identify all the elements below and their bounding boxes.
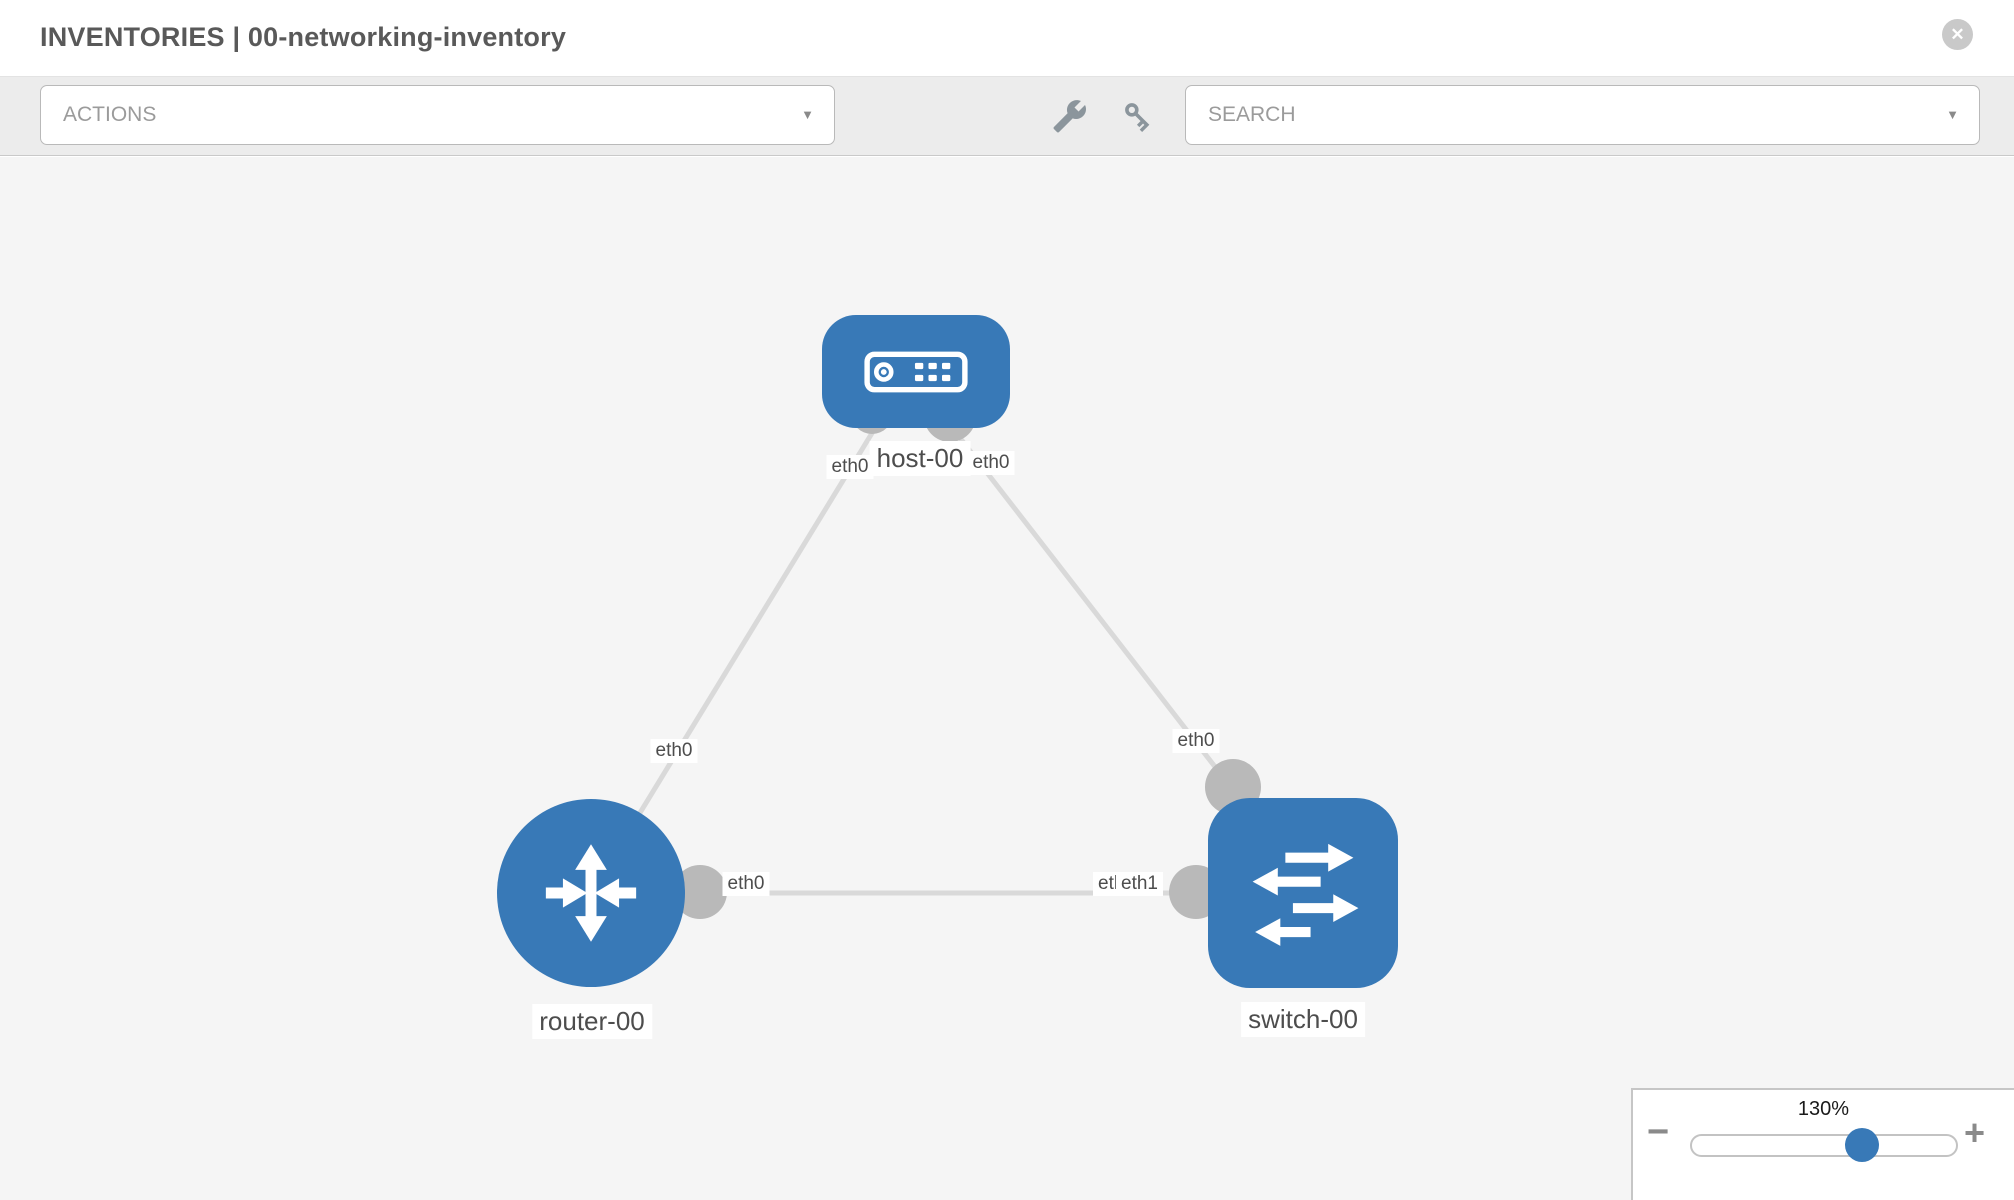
topology-canvas[interactable]: host-00 router-00 switch-00 eth0 eth0 et… [0, 157, 2014, 1200]
chevron-down-icon: ▼ [801, 107, 814, 122]
search-dropdown[interactable]: SEARCH ▼ [1185, 85, 1980, 145]
toolbar: ACTIONS ▼ SEARCH ▼ [0, 77, 2014, 156]
switch-icon [1252, 843, 1359, 946]
chevron-down-icon: ▼ [1946, 107, 1959, 122]
wrench-icon[interactable] [1052, 98, 1088, 134]
node-label-router-00: router-00 [532, 1004, 652, 1039]
node-label-switch-00: switch-00 [1241, 1002, 1365, 1037]
zoom-control-panel: 130% − + [1631, 1088, 2014, 1200]
router-icon [545, 844, 637, 942]
node-label-host-00: host-00 [869, 441, 971, 476]
interface-label-host-eth0: eth0 [826, 455, 874, 479]
node-router-00[interactable] [497, 799, 685, 987]
header: INVENTORIES | 00-networking-inventory ✕ [0, 0, 2014, 77]
interface-label-router-eth0: eth0 [650, 739, 698, 763]
key-icon[interactable] [1120, 98, 1156, 134]
router-eth0-connector[interactable] [673, 865, 727, 919]
node-switch-00[interactable] [1208, 798, 1398, 988]
interface-label-host-eth0: eth0 [967, 451, 1015, 475]
page-title: INVENTORIES | 00-networking-inventory [40, 22, 567, 52]
zoom-in-button[interactable]: + [1964, 1112, 1986, 1153]
zoom-level-value: 130% [1797, 1098, 1850, 1120]
zoom-slider-handle[interactable] [1845, 1128, 1879, 1162]
server-icon [864, 351, 968, 392]
interface-label-switch-eth0: eth0 [1172, 729, 1220, 753]
node-host-00[interactable] [822, 315, 1010, 428]
close-icon[interactable]: ✕ [1942, 19, 1973, 50]
actions-dropdown-label: ACTIONS [63, 103, 157, 126]
actions-dropdown[interactable]: ACTIONS ▼ [40, 85, 835, 145]
interface-label-router-eth0: eth0 [722, 872, 770, 896]
interface-label-switch-eth1: eth1 [1116, 872, 1163, 896]
zoom-slider-track[interactable] [1690, 1134, 1958, 1157]
topology-links-layer [588, 390, 1303, 919]
search-dropdown-label: SEARCH [1208, 103, 1296, 126]
zoom-out-button[interactable]: − [1647, 1111, 1670, 1153]
